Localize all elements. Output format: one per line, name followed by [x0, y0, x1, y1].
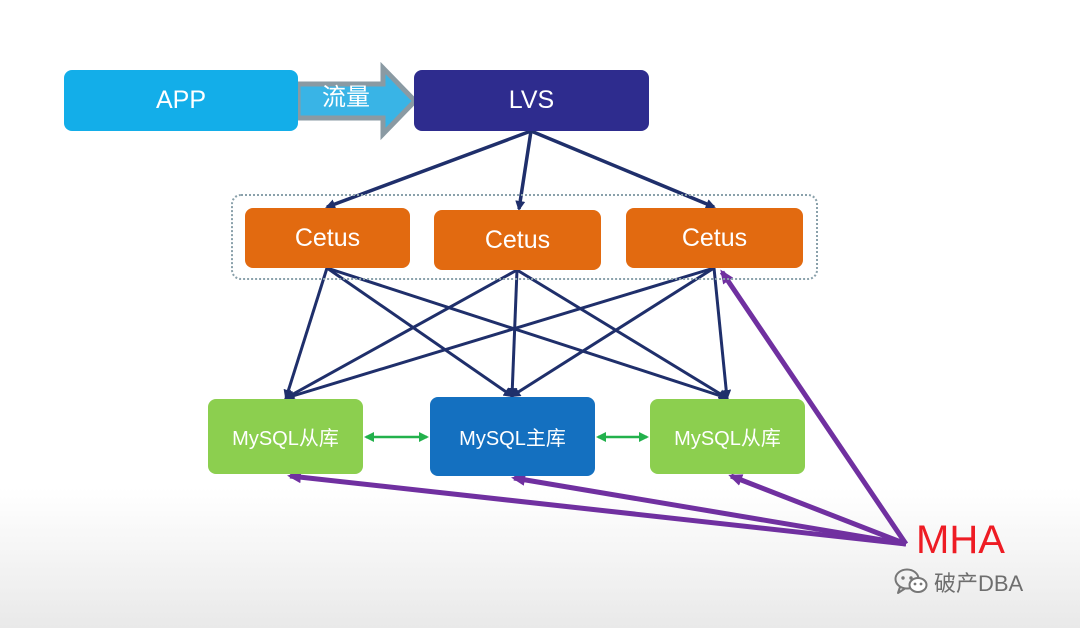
connector-cetus2-slave1: [284, 268, 518, 400]
connector-cetus1-slave1: [283, 267, 329, 400]
mha-to-slave2: [728, 473, 907, 547]
cetus-node-3: Cetus: [626, 208, 803, 268]
mha-to-master: [511, 473, 907, 547]
connector-cetus3-master: [510, 266, 715, 398]
connector-cetus3-slave1: [284, 266, 715, 401]
mysql-master-node: MySQL主库: [430, 397, 595, 476]
app-node: APP: [64, 70, 298, 131]
lvs-node: LVS: [414, 70, 649, 131]
connector-cetus2-master: [507, 269, 519, 398]
background-sheen: [0, 488, 1080, 628]
connector-cetus1-master: [326, 266, 514, 398]
flow-arrow: [295, 61, 419, 141]
connector-cetus3-slave2: [712, 267, 732, 400]
watermark: 破产DBA: [894, 566, 1023, 598]
mha-to-cetus3: [719, 269, 909, 546]
mysql-slave-node-left: MySQL从库: [208, 399, 363, 474]
connector-cetus1-slave2: [326, 266, 729, 401]
mha-label: MHA: [916, 518, 1005, 562]
flow-label: 流量: [322, 84, 370, 111]
watermark-text: 破产DBA: [934, 571, 1024, 596]
mha-to-slave1: [287, 471, 907, 547]
connector-lvs-cetus-2: [515, 130, 533, 211]
mysql-slave-node-right: MySQL从库: [650, 399, 805, 474]
wechat-icon: [894, 568, 928, 596]
cetus-node-2: Cetus: [434, 210, 601, 270]
connector-cetus2-slave2: [516, 268, 729, 400]
cetus-cluster-group: [231, 194, 818, 280]
cetus-to-mysql-connectors: [283, 266, 732, 401]
cetus-node-1: Cetus: [245, 208, 410, 268]
mha-connectors: [287, 269, 909, 547]
